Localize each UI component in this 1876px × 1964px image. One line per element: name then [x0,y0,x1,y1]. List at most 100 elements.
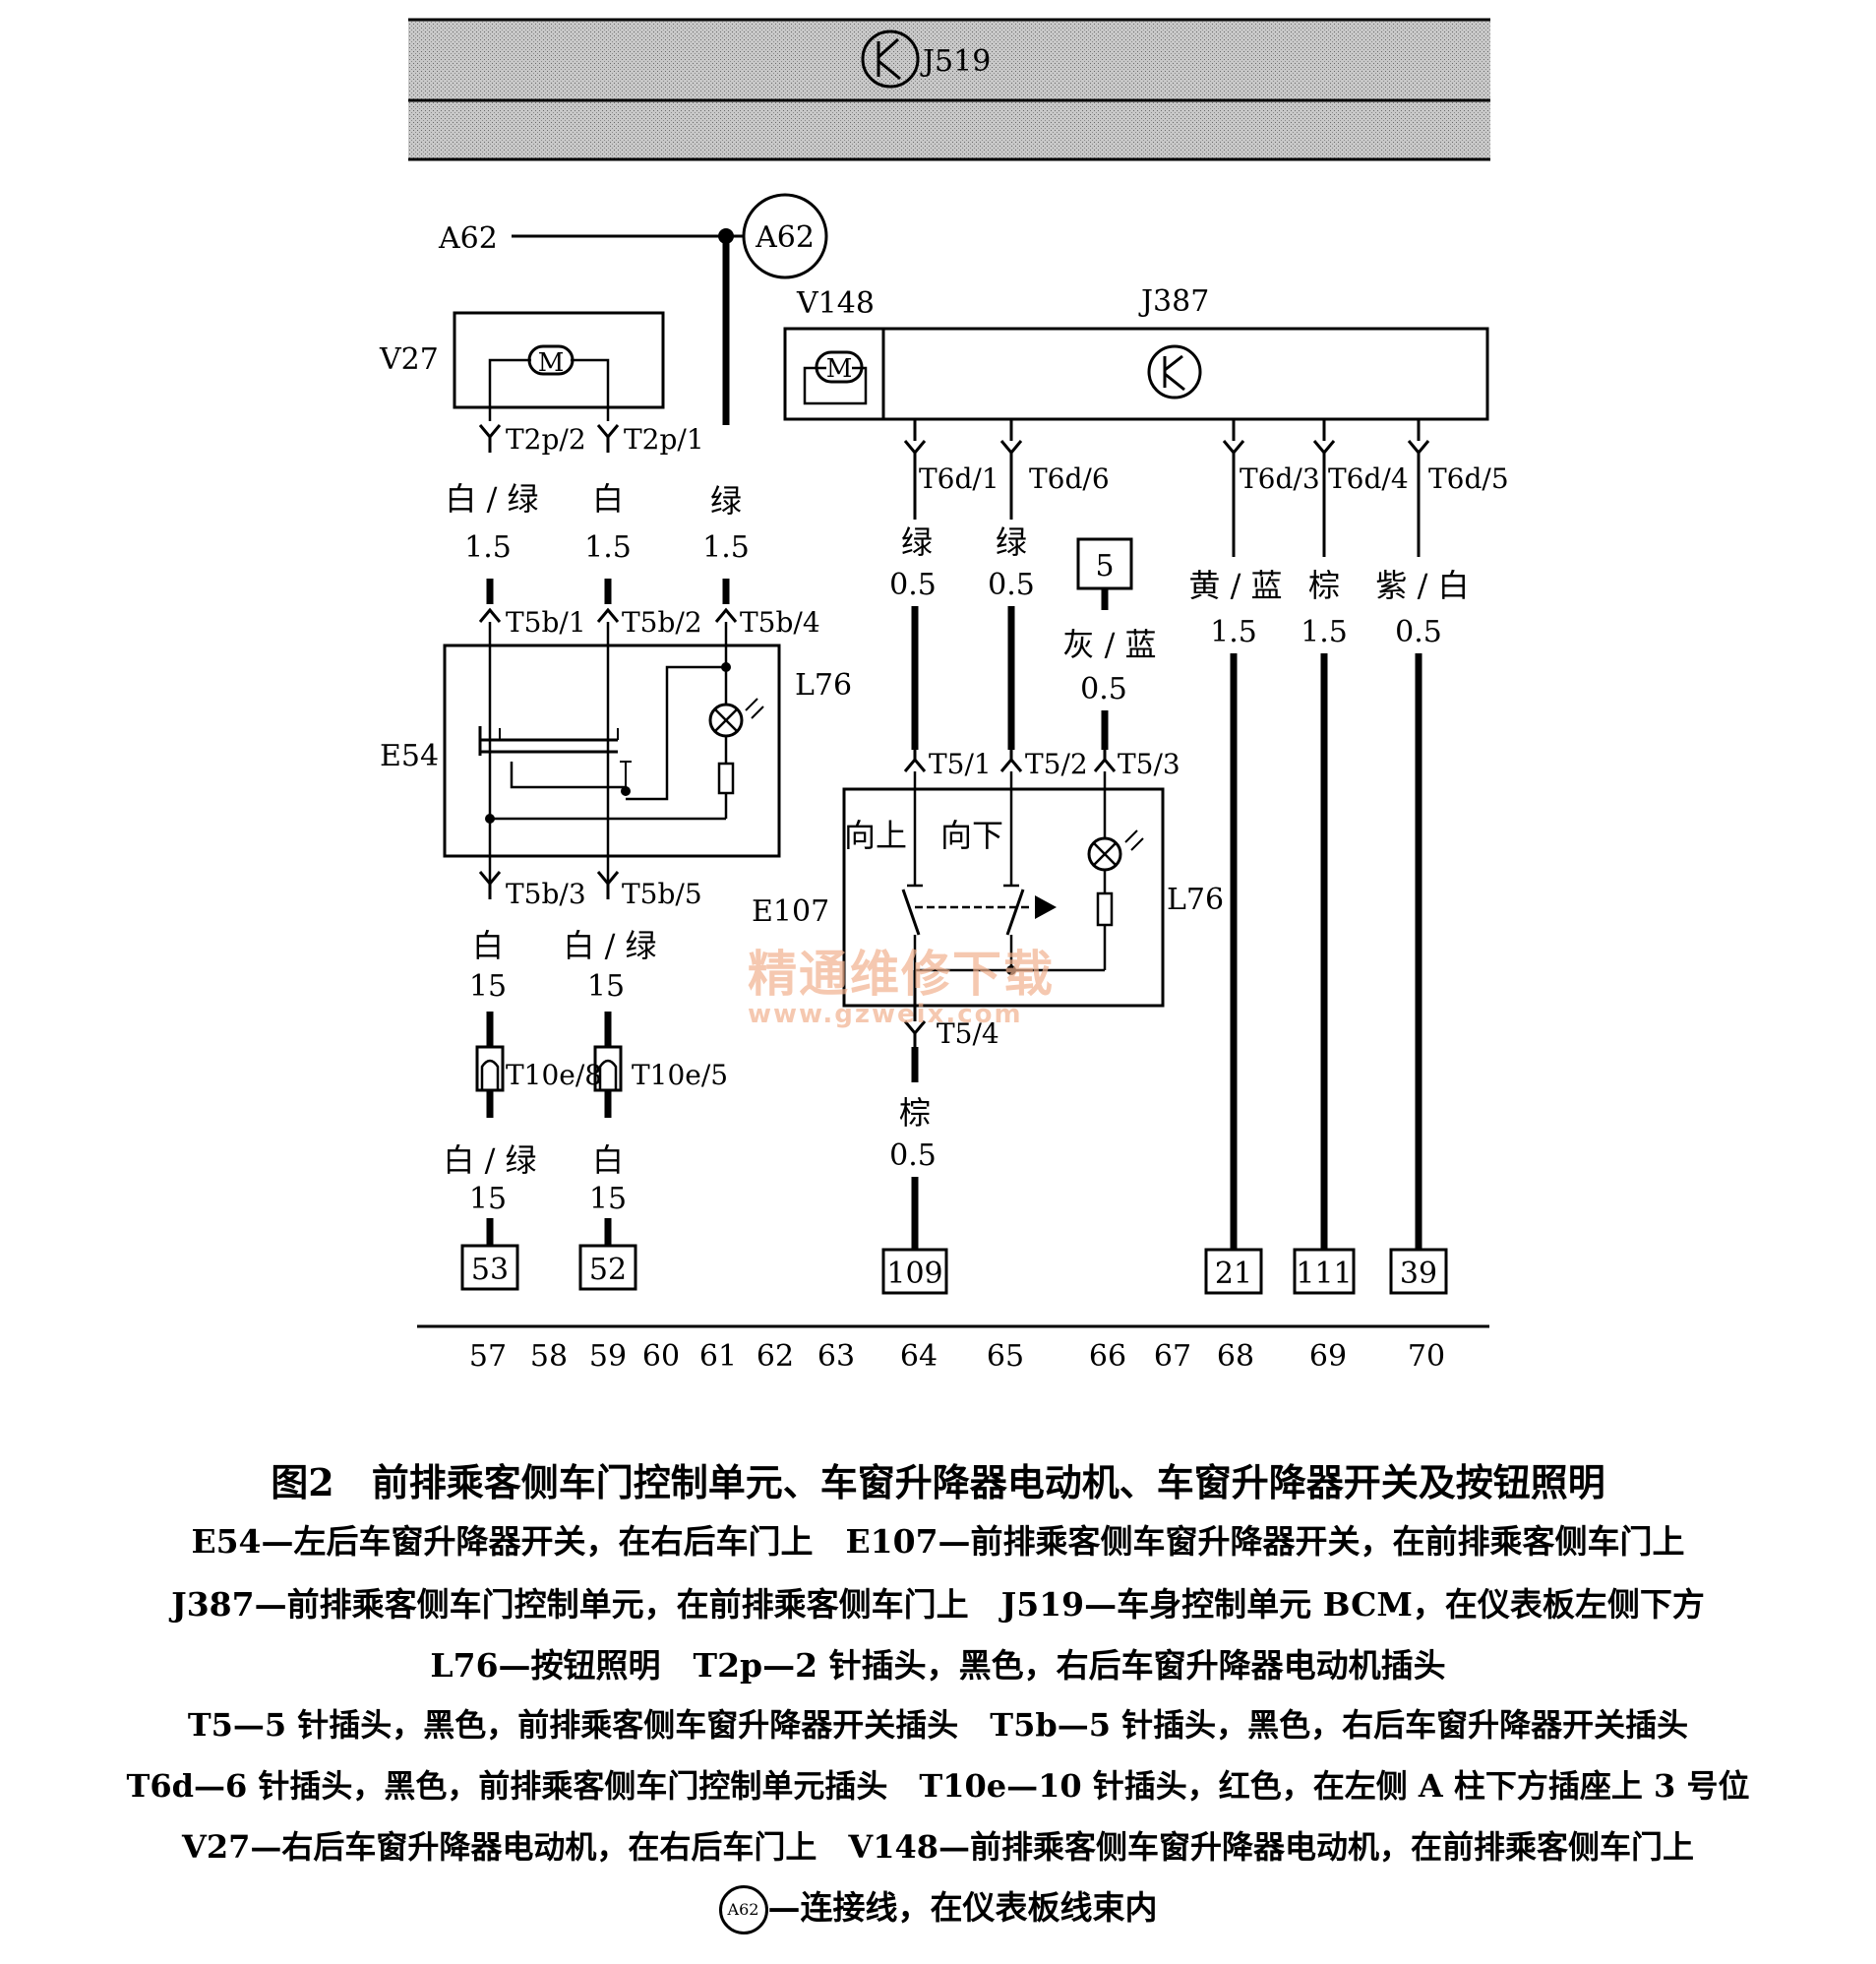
connector-t10e-5: T10e/5 [632,1059,728,1091]
grid-number: 58 [530,1339,568,1374]
caption-line: E54—左后车窗升降器开关，在右后车门上 E107—前排乘客侧车窗升降器开关，在… [191,1522,1685,1561]
connector-t10e-8: T10e/8 [506,1059,602,1091]
wire-color: 棕 [1308,567,1340,604]
wire-gauge: 0.5 [889,568,937,602]
connector-t5b-3: T5b/3 [506,878,586,910]
svg-text:M: M [826,354,853,384]
a62-badge-label: A62 [755,220,815,255]
wire-gauge: 1.5 [702,530,750,565]
a62-connection: A62 A62 [438,193,828,279]
caption-line: V27—右后车窗升降器电动机，在右后车门上 V148—前排乘客侧车窗升降器电动机… [182,1828,1694,1866]
a62-label: A62 [438,221,498,256]
wire-color: 绿 [710,482,742,520]
terminal-label: 53 [471,1253,509,1287]
terminal-label: 39 [1400,1257,1437,1291]
t10e-connectors: T10e/8 T10e/5 [475,1012,728,1118]
grid-number: 63 [817,1339,855,1374]
connector-t5-4: T5/4 [937,1017,999,1050]
terminal-box [460,1244,519,1291]
a62-badge-circle [742,193,828,279]
connector-t5b-2: T5b/2 [622,606,702,639]
wire-gauge: 0.5 [988,568,1035,602]
wire-color: 绿 [996,523,1027,561]
grid-number: 70 [1408,1339,1445,1374]
wire-gauge: 15 [589,1182,627,1216]
transistor-icon [861,30,920,89]
caption-line: T5—5 针插头，黑色，前排乘客侧车窗升降器开关插头 T5b—5 针插头，黑色，… [187,1706,1689,1744]
e54-switch: E54 L76 [380,622,852,882]
svg-text:M: M [538,348,565,378]
connector-t6d-1: T6d/1 [919,462,999,495]
j387-label: J387 [1138,284,1209,319]
v148-label: V148 [796,286,875,321]
lamp-icon [708,667,764,819]
l76-label-right: L76 [1167,883,1224,917]
wire-gauge: 0.5 [889,1138,937,1173]
caption-line: L76—按钮照明 T2p—2 针插头，黑色，右后车窗升降器电动机插头 [430,1646,1446,1685]
l76-label-left: L76 [795,668,852,703]
connector-t6d-4: T6d/4 [1328,462,1409,495]
wire-gauge: 0.5 [1395,615,1442,649]
grid-number: 61 [699,1339,737,1374]
wire-color: 灰 / 蓝 [1062,626,1156,663]
wire-gauge: 0.5 [1080,672,1127,706]
watermark-url: www.gzweix.com [748,1000,1023,1029]
wire-gauge: 15 [587,969,625,1004]
j387-control-unit: V148 J387 M [783,284,1489,421]
t6d-connectors: T6d/1 T6d/6 T6d/3 T6d/4 T6d/5 [903,419,1509,495]
wire-color: 白 / 绿 [563,927,656,964]
e54-label: E54 [380,739,439,773]
middle-left-wire-labels: 白 15 白 / 绿 15 [469,927,657,1004]
caption-connection-text: —连接线，在仪表板线束内 [767,1888,1158,1927]
connector-t5b-4: T5b/4 [740,606,820,639]
wire-gauge: 1.5 [1210,615,1257,649]
mid-right-wire-labels: 绿 0.5 绿 0.5 [889,468,1035,750]
motor-icon: M [527,344,575,378]
wire-color: 白 [592,1141,624,1179]
switch-contacts [478,726,632,789]
wire-gauge: 1.5 [584,530,632,565]
wire-color: 紫 / 白 [1375,567,1469,604]
terminal-label: 111 [1296,1257,1352,1291]
connector-t6d-3: T6d/3 [1240,462,1320,495]
terminal-box [1293,1248,1356,1295]
connector-t2p-2: T2p/2 [506,423,586,456]
t5-connectors: T5/1 T5/2 T5/3 [903,748,1180,780]
e107-label: E107 [752,894,829,929]
t2p-connectors: T2p/2 T2p/1 [478,423,704,456]
switch-label-down: 向下 [940,817,1003,854]
grid-number: 68 [1217,1339,1254,1374]
wire-color: 白 [472,927,504,964]
caption-line-connection: A62—连接线，在仪表板线束内 [0,1881,1876,1934]
grid-number: 60 [642,1339,680,1374]
terminal-box [881,1248,948,1295]
grid-number: 64 [900,1339,938,1374]
terminal-box [578,1244,637,1291]
wire-color: 白 / 绿 [443,1141,536,1179]
ground-reference: 5 灰 / 蓝 0.5 [1062,537,1157,750]
figure-title: 图2 前排乘客侧车门控制单元、车窗升降器电动机、车窗升降器开关及按钮照明 [271,1460,1605,1504]
grid-numbers: 57 58 59 60 61 62 63 64 65 66 67 68 69 7… [469,1339,1445,1374]
bus-label: J519 [920,44,991,79]
terminal-box [1389,1248,1448,1295]
t5b-lower-connectors: T5b/3 T5b/5 [478,871,702,910]
caption-line: J387—前排乘客侧车门控制单元，在前排乘客侧车门上 J519—车身控制单元 B… [171,1585,1705,1624]
lamp-icon [1087,771,1144,970]
watermark-text: 精通维修下载 [748,946,1055,1003]
wire-color: 白 [592,480,624,518]
wire-color: 棕 [899,1094,931,1132]
terminal-label: 21 [1215,1257,1252,1291]
wire-color: 绿 [901,523,933,561]
connector-t5-3: T5/3 [1118,748,1180,780]
e107-switch: E107 L76 向上 向下 T5/4 棕 0.5 [752,771,1224,1250]
grid-number: 62 [756,1339,794,1374]
a62-badge: A62 [718,1885,768,1934]
connector-t5-2: T5/2 [1025,748,1088,780]
wire-gauge: 1.5 [1301,615,1348,649]
terminal-label: 52 [589,1253,627,1287]
grid-number: 69 [1309,1339,1347,1374]
t5b-upper-connectors: T5b/1 T5b/2 T5b/4 [478,579,820,639]
wire-color: 黄 / 蓝 [1188,567,1282,604]
wire-gauge: 15 [469,969,507,1004]
watermark: 精通维修下载 www.gzweix.com [748,935,1055,1029]
